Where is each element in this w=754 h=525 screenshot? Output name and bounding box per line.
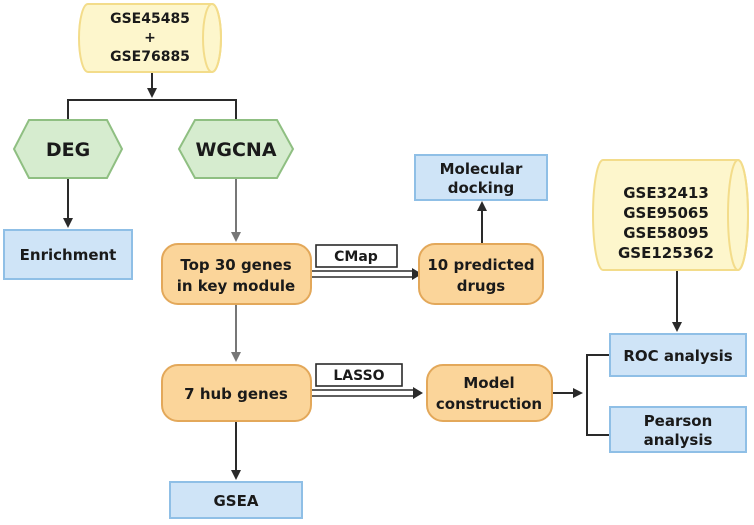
drugs-line1: 10 predicted: [427, 256, 534, 274]
top30-line2: in key module: [177, 277, 295, 295]
docking-line1: Molecular: [440, 160, 523, 178]
node-roc-analysis: ROC analysis: [609, 333, 747, 377]
node-deg: DEG: [12, 119, 124, 179]
model-line1: Model: [463, 374, 514, 392]
dataset-gse76885: GSE76885: [110, 49, 190, 65]
lasso-label: LASSO: [333, 368, 384, 384]
node-enrichment: Enrichment: [3, 229, 133, 280]
node-model-construction: Model construction: [426, 364, 553, 422]
connectors: [63, 72, 682, 480]
hub-genes-label: 7 hub genes: [184, 385, 288, 403]
node-wgcna: WGCNA: [177, 119, 295, 179]
edge-label-lasso: LASSO: [315, 363, 403, 387]
dataset-plus: +: [144, 30, 156, 46]
dataset-gse58095: GSE58095: [623, 224, 709, 242]
gsea-label: GSEA: [214, 492, 259, 510]
dataset-gse45485: GSE45485: [110, 11, 190, 27]
pearson-line2: analysis: [644, 431, 713, 449]
dataset-gse32413: GSE32413: [623, 184, 709, 202]
node-predicted-drugs: 10 predicted drugs: [418, 243, 544, 305]
node-hub-genes: 7 hub genes: [161, 364, 312, 422]
pearson-line1: Pearson: [644, 412, 713, 430]
enrichment-label: Enrichment: [20, 246, 117, 264]
node-pearson-analysis: Pearson analysis: [609, 406, 747, 453]
cylinder-validation-datasets: GSE32413 GSE95065 GSE58095 GSE125362: [592, 159, 749, 271]
model-line2: construction: [436, 395, 542, 413]
dataset-gse125362: GSE125362: [618, 244, 714, 262]
cylinder-training-datasets: GSE45485 + GSE76885: [78, 3, 222, 73]
edge-label-cmap: CMap: [315, 244, 398, 268]
node-gsea: GSEA: [169, 481, 303, 519]
arrow-cmap-head: [412, 268, 422, 280]
cmap-label: CMap: [334, 249, 378, 265]
roc-label: ROC analysis: [623, 347, 732, 365]
top30-line1: Top 30 genes: [180, 256, 291, 274]
dataset-gse95065: GSE95065: [623, 204, 709, 222]
deg-label: DEG: [46, 139, 90, 161]
branch-deg-wgcna: [67, 99, 237, 120]
node-molecular-docking: Molecular docking: [414, 154, 548, 201]
node-top30-genes: Top 30 genes in key module: [161, 243, 312, 305]
wgcna-label: WGCNA: [195, 139, 276, 161]
arrow-lasso-head: [413, 387, 423, 399]
bracket-roc-pearson: [586, 354, 610, 436]
docking-line2: docking: [448, 179, 514, 197]
drugs-line2: drugs: [457, 277, 506, 295]
